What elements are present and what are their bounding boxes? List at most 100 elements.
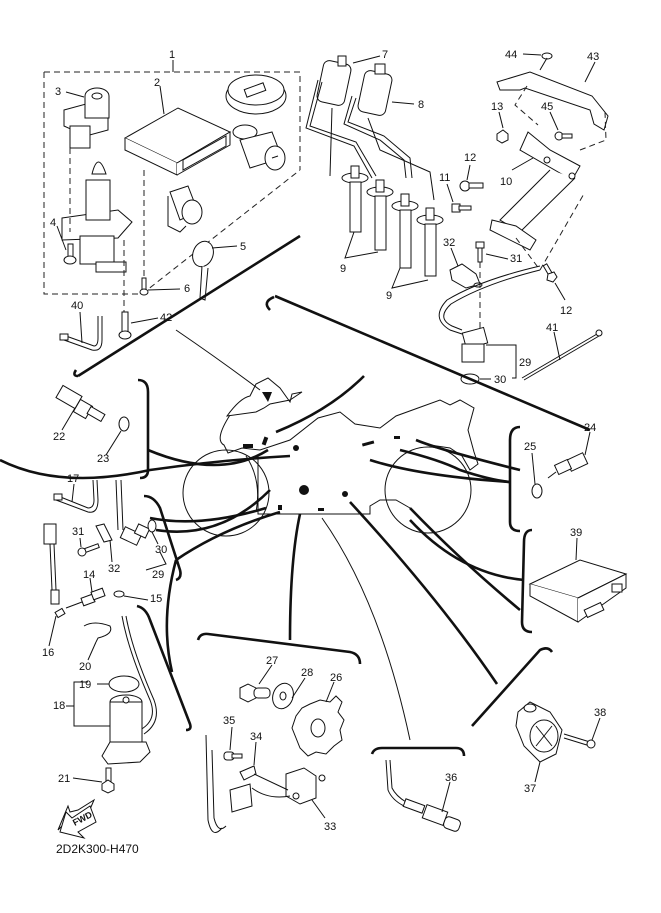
callout-12b: 12 <box>560 305 572 317</box>
key <box>192 240 214 301</box>
ecu-bracket <box>489 71 609 251</box>
bracket-39 <box>520 528 533 634</box>
bracket-22 <box>137 378 150 480</box>
cable-tie-17 <box>53 479 99 513</box>
screw-6 <box>139 277 149 296</box>
lock-set-dashed-box <box>43 71 301 295</box>
callout-21: 21 <box>58 773 70 785</box>
diagram-code: 2D2K300-H470 <box>56 842 139 856</box>
callout-11: 11 <box>439 172 450 184</box>
bracket-29-left <box>143 494 182 582</box>
callout-32a: 32 <box>443 237 455 249</box>
marker <box>243 444 253 448</box>
callout-45: 45 <box>541 101 553 113</box>
screw-45 <box>554 131 573 141</box>
clip-20 <box>83 622 112 643</box>
seat-lock <box>232 124 286 171</box>
callout-37: 37 <box>524 783 536 795</box>
bolt-31-upper <box>475 241 485 263</box>
plate-34 <box>239 765 257 781</box>
solenoid-18 <box>101 694 151 765</box>
clamp-32-left <box>95 523 113 543</box>
callout-18: 18 <box>53 700 65 712</box>
sensor-14 <box>65 587 106 609</box>
callout-29a: 29 <box>519 357 531 369</box>
callout-41: 41 <box>546 322 558 334</box>
screw-38 <box>563 733 596 749</box>
callout-43: 43 <box>587 51 599 63</box>
immobilizer-unit <box>123 107 232 176</box>
ignition-coils <box>305 55 435 201</box>
o-ring-30-left <box>147 519 157 533</box>
callout-3: 3 <box>55 86 61 98</box>
clamp-32-upper <box>449 263 483 289</box>
callout-33: 33 <box>324 821 336 833</box>
callout-9a: 9 <box>340 263 346 275</box>
callout-12a: 12 <box>464 152 476 164</box>
callout-32b: 32 <box>108 563 120 575</box>
callout-30a: 30 <box>494 374 506 386</box>
callout-35: 35 <box>223 715 235 727</box>
callout-14: 14 <box>83 569 95 581</box>
bracket-37 <box>471 647 554 727</box>
cam-sensor-29 <box>115 479 151 546</box>
throttle-position-sensor-37 <box>515 701 563 763</box>
callout-22: 22 <box>53 431 65 443</box>
crank-position-sensor <box>438 265 541 363</box>
fwd-arrow-icon <box>57 798 97 839</box>
screw-35 <box>223 751 243 761</box>
bracket-24 <box>508 425 521 533</box>
callout-6: 6 <box>184 283 190 295</box>
bolt-12-upper <box>459 180 484 192</box>
callout-8: 8 <box>418 99 424 111</box>
callout-26: 26 <box>330 672 342 684</box>
callout-19: 19 <box>79 679 91 691</box>
cable-tie-40 <box>59 316 103 351</box>
temperature-sensor-22 <box>55 384 106 423</box>
callout-13: 13 <box>491 101 503 113</box>
fuel-cap-lock <box>225 74 287 115</box>
callout-17: 17 <box>67 473 79 485</box>
callout-20: 20 <box>79 661 91 673</box>
screw-4 <box>63 243 77 265</box>
callout-5: 5 <box>240 241 246 253</box>
callout-38: 38 <box>594 707 606 719</box>
group-bracket <box>77 234 301 378</box>
bolt-27 <box>239 683 271 703</box>
callout-2: 2 <box>154 77 160 89</box>
o2-sensor-36 <box>402 798 461 832</box>
bolt-11 <box>451 203 472 213</box>
main-switch <box>63 87 110 149</box>
callout-31b: 31 <box>72 526 84 538</box>
callout-40: 40 <box>71 300 83 312</box>
bolt-31-left <box>77 543 100 557</box>
helmet-lock <box>167 185 203 233</box>
gasket-25 <box>531 483 543 499</box>
steering-lock <box>61 161 133 273</box>
pickup-rotor-26 <box>291 695 345 757</box>
bracket-18 <box>136 604 192 732</box>
callout-23: 23 <box>97 453 109 465</box>
callout-10: 10 <box>500 176 512 188</box>
connector-16 <box>43 523 66 619</box>
callout-36: 36 <box>445 772 457 784</box>
bolt-12-lower <box>542 263 558 283</box>
pickup-coil-33 <box>229 767 326 813</box>
callout-44: 44 <box>505 49 517 61</box>
callout-34: 34 <box>250 731 262 743</box>
callout-4: 4 <box>50 217 56 229</box>
lock-set-group: 1 3 4 <box>43 49 301 320</box>
washer-15 <box>113 590 125 598</box>
nut-13 <box>496 129 509 144</box>
bolt-42 <box>118 311 132 340</box>
sensor-24 <box>547 452 589 479</box>
o-ring-19 <box>108 675 140 693</box>
bracket-26 <box>196 632 362 665</box>
bolt-21 <box>101 767 115 794</box>
spark-plug-caps <box>341 165 444 277</box>
callout-30b: 30 <box>155 544 167 556</box>
callout-29b: 29 <box>152 569 164 581</box>
callout-9b: 9 <box>386 290 392 302</box>
ecu-39 <box>528 559 628 623</box>
